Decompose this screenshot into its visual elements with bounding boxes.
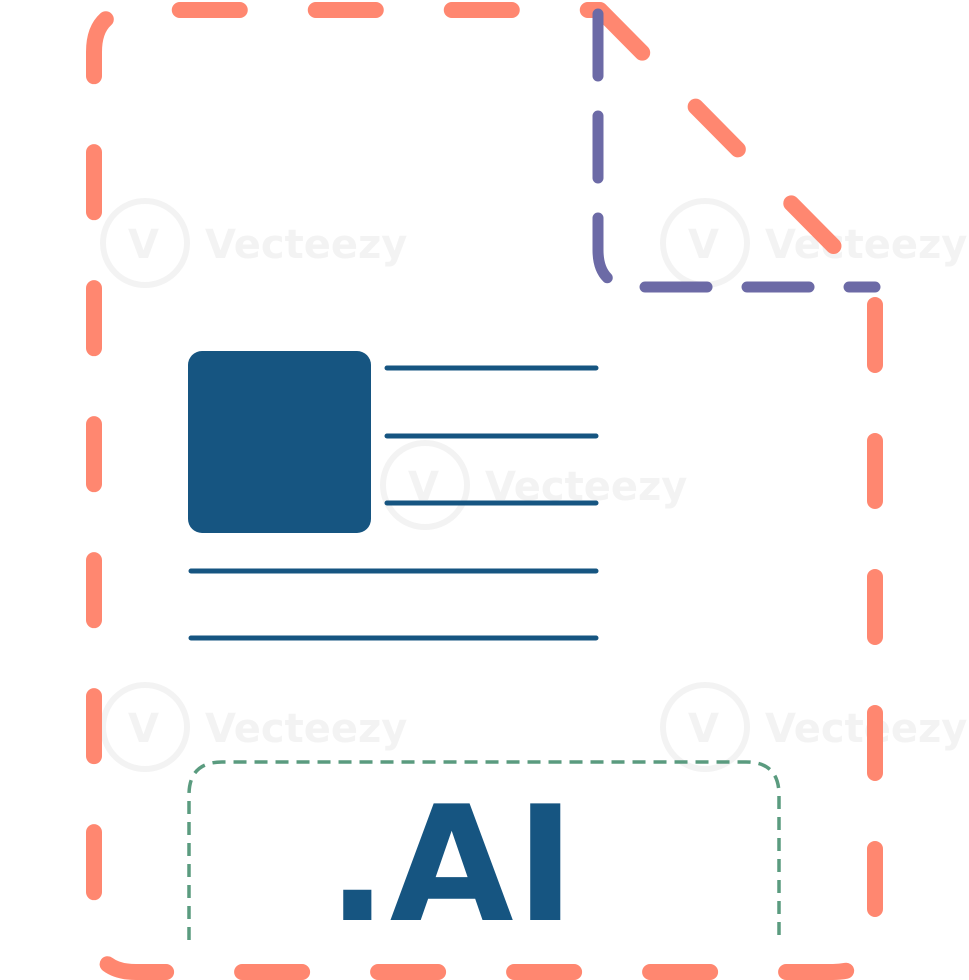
svg-text:Vecteezy: Vecteezy [205, 222, 407, 268]
extension-label-box [187, 760, 781, 940]
watermark-bottom-left: V Vecteezy [100, 682, 407, 772]
watermark-top-right: V Vecteezy [660, 198, 967, 288]
svg-text:V: V [128, 706, 159, 752]
text-lines-icon [188, 365, 599, 641]
svg-text:V: V [688, 222, 719, 268]
folded-corner [592, 8, 881, 293]
document-outline [86, 2, 883, 980]
watermark-bottom-right: V Vecteezy [660, 682, 967, 772]
svg-text:V: V [688, 706, 719, 752]
svg-text:Vecteezy: Vecteezy [765, 222, 967, 268]
watermark-group: V Vecteezy V Vecteezy V Vecteezy V Vecte… [100, 198, 967, 772]
watermark-middle: V Vecteezy [380, 440, 687, 530]
svg-text:V: V [128, 222, 159, 268]
svg-text:Vecteezy: Vecteezy [765, 706, 967, 752]
svg-text:Vecteezy: Vecteezy [205, 706, 407, 752]
extension-label: .AI [327, 771, 577, 958]
watermark-top-left: V Vecteezy [100, 198, 407, 288]
image-block-icon [188, 351, 371, 533]
